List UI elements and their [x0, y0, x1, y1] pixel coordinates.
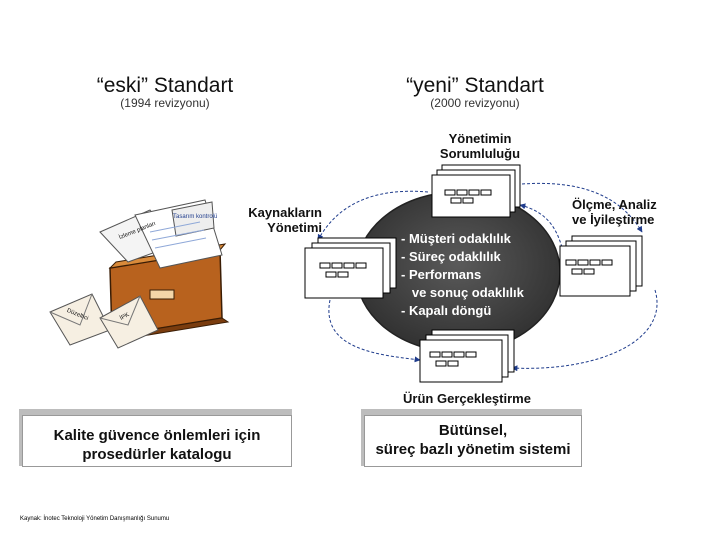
label-product-realization: Ürün Gerçekleştirme — [403, 391, 531, 406]
old-standard-subtitle: (1994 revizyonu) — [120, 96, 210, 110]
center-item: - Müşteri odaklılık — [401, 231, 511, 246]
right-panel-shadow — [364, 409, 582, 415]
label-measurement-line2: ve İyileştirme — [572, 212, 655, 227]
label-management-line2: Sorumluluğu — [439, 146, 521, 161]
center-item: - Kapalı döngü — [401, 303, 492, 318]
label-management-line1: Yönetimin — [448, 131, 512, 146]
left-panel-shadow — [22, 409, 292, 415]
paper-label-design: Tasarım kontrolü — [173, 214, 218, 220]
process-doc-left — [304, 237, 397, 299]
right-panel-shadow-side — [361, 409, 364, 466]
label-management-responsibility: Yönetimin Sorumluluğu — [430, 131, 530, 161]
label-measurement-analysis: Ölçme, Analiz ve İyileştirme — [572, 197, 682, 227]
process-doc-top — [431, 164, 521, 218]
label-measurement-line1: Ölçme, Analiz — [572, 197, 657, 212]
center-items-list: - Müşteri odaklılık - Süreç odaklılık - … — [401, 230, 551, 320]
left-panel-shadow-side — [19, 409, 22, 466]
center-item: - Süreç odaklılık — [401, 249, 501, 264]
right-caption-line2: süreç bazlı yönetim sistemi — [375, 441, 571, 458]
right-caption-panel: Bütünsel, süreç bazlı yönetim sistemi — [364, 415, 582, 467]
process-doc-bottom — [419, 329, 515, 383]
center-item: - Performans — [401, 267, 482, 282]
center-item: ve sonuç odaklılık — [401, 285, 524, 300]
left-caption-panel: Kalite güvence önlemleri için prosedürle… — [22, 415, 292, 467]
process-doc-right — [559, 235, 643, 297]
document-box-illustration — [49, 199, 230, 349]
left-caption-line2: prosedürler katalogu — [82, 446, 232, 463]
source-footnote: Kaynak: İnotec Teknoloji Yönetim Danışma… — [20, 516, 170, 522]
right-caption-line1: Bütünsel, — [438, 422, 508, 439]
old-standard-title: “eski” Standart — [96, 74, 234, 97]
new-standard-subtitle: (2000 revizyonu) — [430, 96, 520, 110]
label-resource-management: Kaynakların Yönetimi — [230, 205, 322, 235]
new-standard-title: “yeni” Standart — [406, 74, 544, 97]
left-caption-line1: Kalite güvence önlemleri için — [53, 427, 261, 444]
label-resource-line2: Yönetimi — [267, 220, 322, 235]
cycle-arrows — [317, 182, 658, 372]
label-resource-line1: Kaynakların — [248, 205, 322, 220]
